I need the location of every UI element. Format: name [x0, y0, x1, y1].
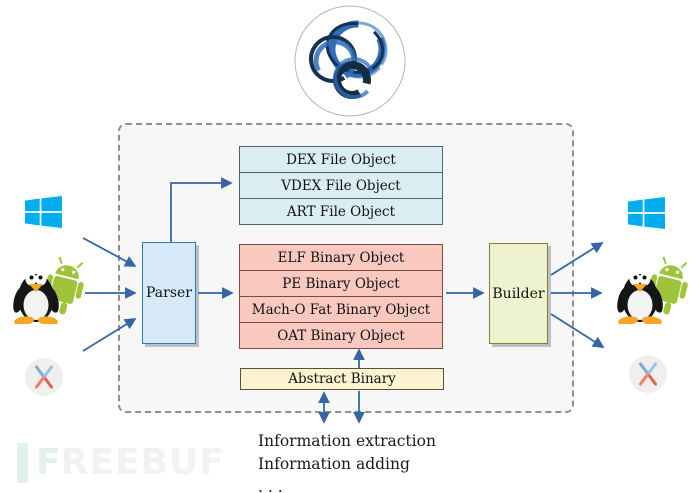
freebuf-watermark: F REEBUF: [17, 443, 225, 483]
abstract-binary-box: Abstract Binary: [240, 368, 444, 390]
parser-box: Parser: [142, 242, 196, 344]
dex-object-stack: DEX File Object VDEX File Object ART Fil…: [239, 146, 443, 225]
tux-icon: [617, 272, 663, 324]
vdex-file-object-row: VDEX File Object: [239, 172, 443, 199]
macho-fat-binary-object-row: Mach-O Fat Binary Object: [239, 296, 443, 323]
annotation-adding: Information adding: [258, 455, 410, 473]
macos-icon: [25, 358, 63, 396]
annotation-extraction: Information extraction: [258, 432, 436, 450]
annotation-ellipsis: . . .: [258, 478, 283, 493]
oat-binary-object-row: OAT Binary Object: [239, 322, 443, 349]
art-file-object-row: ART File Object: [239, 198, 443, 225]
binary-object-stack: ELF Binary Object PE Binary Object Mach-…: [239, 244, 443, 349]
tux-icon: [13, 272, 59, 324]
linux-android-icon: [13, 256, 84, 324]
macos-icon: [629, 355, 667, 393]
windows-icon: [25, 196, 62, 228]
pe-binary-object-row: PE Binary Object: [239, 270, 443, 297]
linux-android-icon: [617, 256, 688, 324]
dex-file-object-row: DEX File Object: [239, 146, 443, 173]
watermark-text: REEBUF: [60, 442, 225, 483]
elf-binary-object-row: ELF Binary Object: [239, 244, 443, 271]
annotation-lines: Information extraction Information addin…: [258, 430, 436, 493]
builder-box: Builder: [489, 243, 548, 344]
windows-icon: [628, 197, 665, 229]
watermark-f: F: [36, 442, 61, 483]
watermark-bar: [17, 443, 28, 483]
lief-logo: [294, 5, 406, 117]
